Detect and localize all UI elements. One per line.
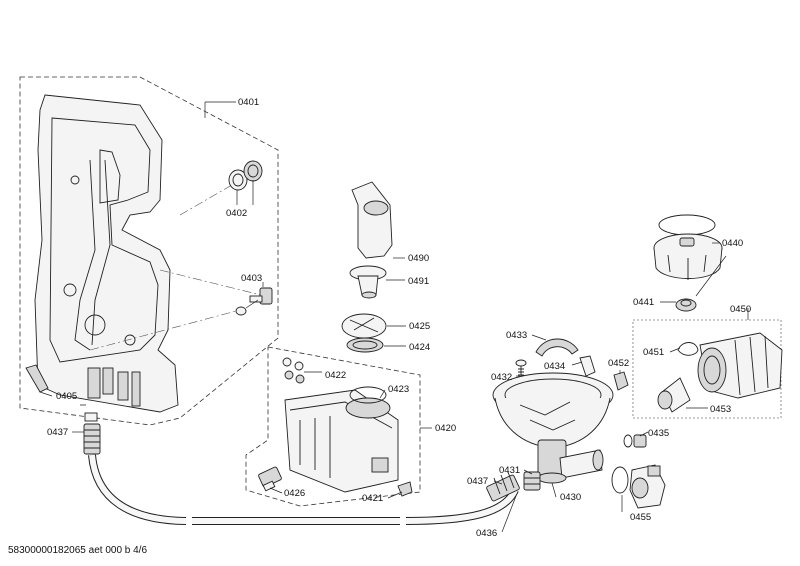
connector-0426 xyxy=(258,466,282,492)
clip-0434 xyxy=(579,355,596,377)
group-box-0420 xyxy=(245,346,421,507)
label-0435: 0435 xyxy=(648,428,669,439)
leader-0421 xyxy=(387,491,403,499)
leader-0405 xyxy=(39,391,86,406)
label-0421: 0421 xyxy=(362,493,383,504)
leader-0426 xyxy=(269,487,283,494)
leader-0435 xyxy=(639,431,649,437)
inlet-0453 xyxy=(657,377,691,413)
leader-0436 xyxy=(501,495,517,533)
base-frame xyxy=(34,94,179,413)
label-0437b: 0437 xyxy=(467,476,488,487)
pump-housing-0440 xyxy=(653,214,723,280)
drain-hose-inner xyxy=(89,454,518,524)
label-0490: 0490 xyxy=(408,253,429,264)
label-0433: 0433 xyxy=(506,330,527,341)
group-box-0401 xyxy=(19,76,279,426)
label-0420: 0420 xyxy=(435,423,456,434)
label-0440: 0440 xyxy=(722,238,743,249)
leader-0402 xyxy=(236,180,254,205)
label-0450: 0450 xyxy=(730,304,751,315)
label-0431: 0431 xyxy=(499,465,520,476)
label-0401: 0401 xyxy=(238,97,259,108)
leader-0403 xyxy=(245,282,264,309)
leader-0430 xyxy=(551,482,557,498)
hose-connector-right xyxy=(486,471,520,502)
clip-0452 xyxy=(613,371,629,391)
sensor xyxy=(235,287,273,316)
leader-0431 xyxy=(523,469,533,475)
leader-0441 xyxy=(660,255,727,303)
leader-0437b xyxy=(493,480,503,485)
leader-0451 xyxy=(669,347,681,353)
hose-gap-left xyxy=(186,510,192,532)
small-seals xyxy=(282,357,305,384)
label-0451: 0451 xyxy=(643,347,664,358)
centerline-3 xyxy=(159,269,266,297)
clip-0421 xyxy=(397,481,413,497)
float-part xyxy=(25,364,49,393)
sump xyxy=(492,372,614,484)
drain-pump-0455 xyxy=(611,464,666,509)
centerline-1 xyxy=(179,181,238,216)
clamp-0451 xyxy=(677,342,699,356)
cap xyxy=(349,265,387,299)
leader-0434 xyxy=(571,361,583,366)
seal-0435 xyxy=(623,434,647,448)
nut-0441 xyxy=(675,298,697,312)
funnel-cover xyxy=(351,181,393,259)
hose-connector-left xyxy=(83,412,101,455)
label-0437a: 0437 xyxy=(47,427,68,438)
centerline-2 xyxy=(89,309,241,351)
label-0455: 0455 xyxy=(630,512,651,523)
label-0423: 0423 xyxy=(388,384,409,395)
label-0425: 0425 xyxy=(409,321,430,332)
label-0403: 0403 xyxy=(241,273,262,284)
water-softener xyxy=(284,386,399,493)
label-0491: 0491 xyxy=(408,276,429,287)
label-0453: 0453 xyxy=(710,404,731,415)
seal-rings xyxy=(228,160,263,191)
label-0426: 0426 xyxy=(284,488,305,499)
label-0452: 0452 xyxy=(608,358,629,369)
salt-lid xyxy=(341,313,387,353)
drawing-id-footer: 58300000182065 aet 000 b 4/6 xyxy=(8,545,148,556)
label-0402: 0402 xyxy=(226,208,247,219)
label-0434: 0434 xyxy=(544,361,565,372)
leader-0433 xyxy=(531,334,547,341)
label-0432: 0432 xyxy=(491,372,512,383)
label-0430: 0430 xyxy=(560,492,581,503)
label-0422: 0422 xyxy=(325,370,346,381)
screw xyxy=(515,359,527,378)
label-0424: 0424 xyxy=(409,342,430,353)
label-0405: 0405 xyxy=(56,391,77,402)
arc-seal xyxy=(535,338,579,357)
heat-pump-0450 xyxy=(697,332,783,399)
fitting-0431 xyxy=(523,471,541,491)
hose-gap-right xyxy=(400,510,406,532)
leader-0423 xyxy=(379,389,386,399)
label-0441: 0441 xyxy=(633,297,654,308)
label-0436: 0436 xyxy=(476,528,497,539)
leader-0401 xyxy=(204,101,236,118)
